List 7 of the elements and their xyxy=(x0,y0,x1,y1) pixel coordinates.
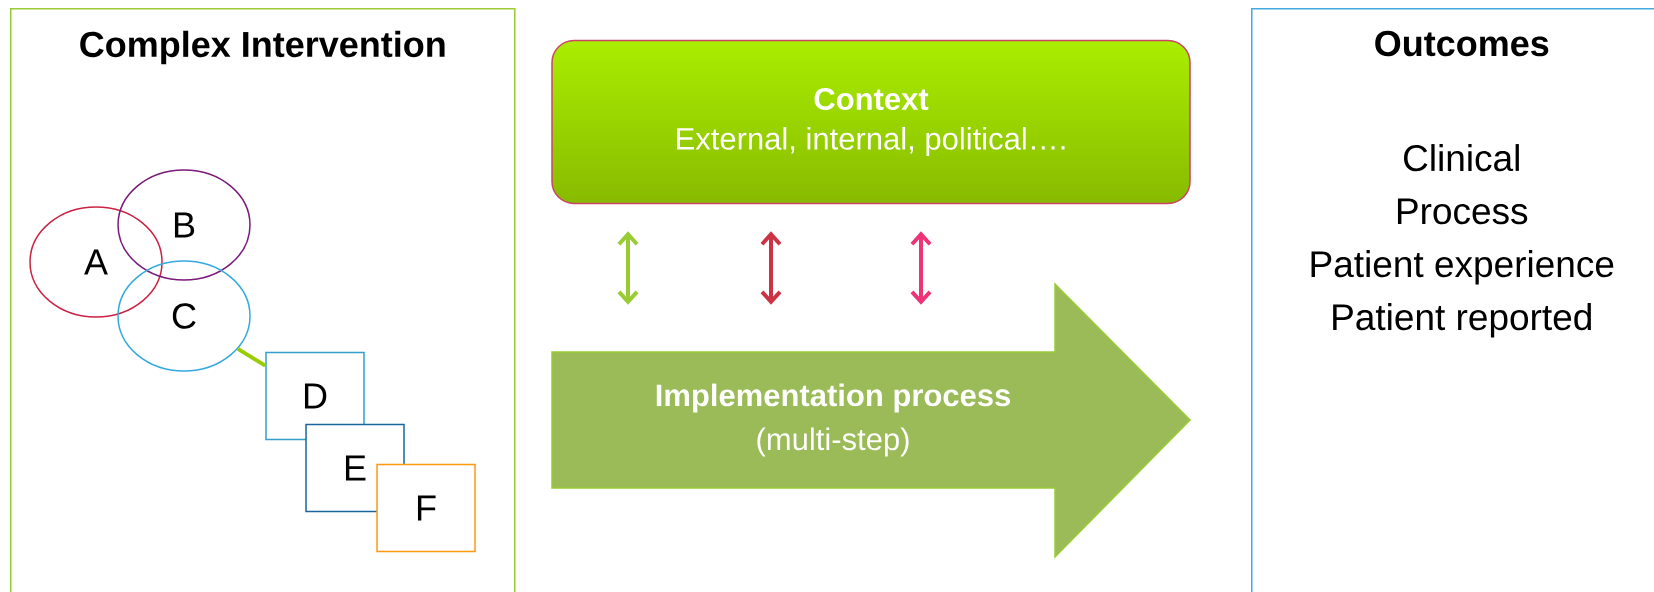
connector-line xyxy=(236,347,267,368)
double-arrow xyxy=(617,231,639,305)
panel-box: Outcomes Clinical Process Patient experience Patient reported xyxy=(1251,8,1654,592)
double-arrow xyxy=(760,231,782,305)
context-box: Context External, internal, political…. xyxy=(551,39,1191,205)
double-arrow xyxy=(910,231,932,305)
square-box: F xyxy=(376,463,476,553)
